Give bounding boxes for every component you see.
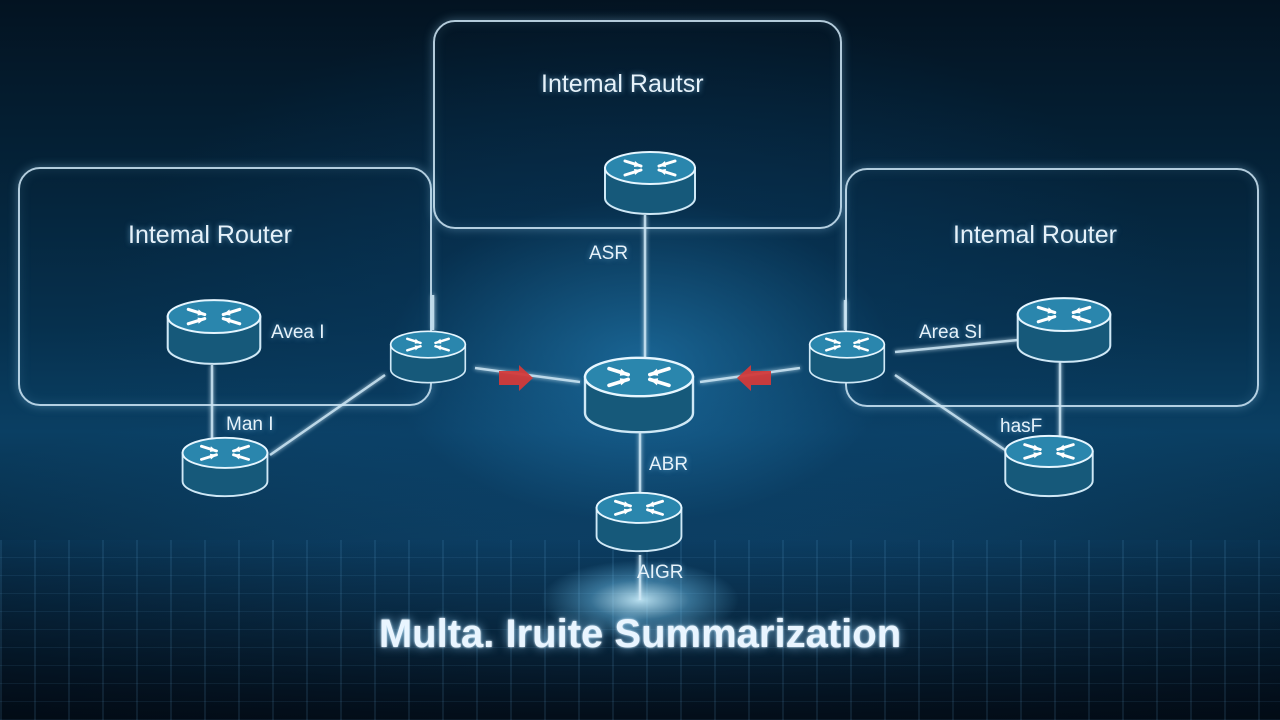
router-icon: [593, 489, 685, 555]
label-abr: ABR: [649, 454, 689, 475]
label-man-left: Man I: [226, 414, 274, 435]
label-asr: ASR: [589, 243, 629, 264]
router-icon: [998, 432, 1100, 500]
router-icon: [1015, 294, 1113, 366]
label-aigr: AIGR: [637, 562, 684, 583]
label-area-right: Area SI: [919, 322, 983, 343]
router-icon: [576, 353, 702, 437]
label-area-left: Avea I: [271, 322, 325, 343]
router-icon: [174, 434, 276, 500]
area-title-left: Intemal Router: [128, 221, 292, 249]
area-box-left: [18, 167, 432, 406]
diagram-title: Multa. Iruite Summarization: [378, 612, 902, 656]
area-title-top: Intemal Rautsr: [541, 70, 704, 98]
router-icon: [165, 296, 263, 368]
link-rightabr-internal: [894, 338, 1019, 354]
router-icon: [378, 328, 478, 386]
router-icon: [603, 148, 697, 218]
arrow-icon: [499, 365, 533, 391]
label-hasf-right: hasF: [1000, 416, 1043, 437]
area-box-right: [845, 168, 1259, 407]
area-title-right: Intemal Router: [953, 221, 1117, 249]
link-rightabr-lower: [894, 373, 1006, 452]
area-box-top: [433, 20, 842, 229]
router-icon: [797, 328, 897, 386]
link-leftabr-lower: [269, 373, 386, 457]
arrow-icon: [737, 365, 771, 391]
